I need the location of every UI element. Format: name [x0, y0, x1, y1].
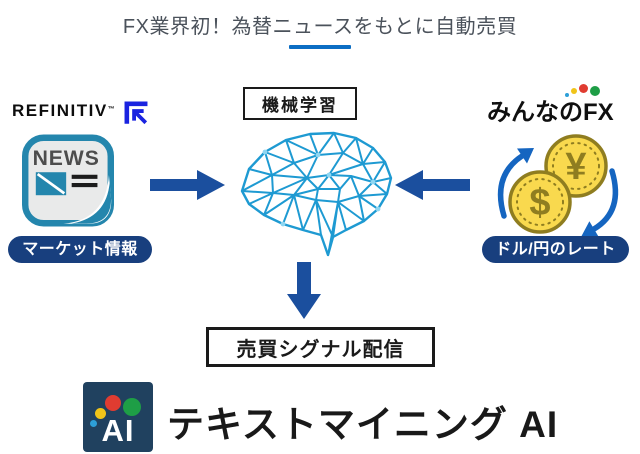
ai-logo: AI	[83, 382, 153, 452]
news-icon: NEWS	[22, 134, 114, 232]
logo-dot-yellow-icon	[571, 88, 577, 94]
market-info-badge: マーケット情報	[8, 236, 152, 263]
page-title: FX業界初！為替ニュースをもとに自動売買	[122, 16, 518, 38]
ai-logo-text: AI	[101, 413, 135, 448]
minnano-fx-logo: みんなのFX	[487, 84, 632, 126]
logo-dot-blue-icon	[565, 93, 569, 97]
refinitiv-wordmark: REFINITIV™	[12, 101, 117, 120]
ai-logo-dot-yellow-icon	[95, 408, 106, 419]
ai-logo-dot-green-icon	[123, 398, 141, 416]
logo-dot-green-icon	[590, 86, 600, 96]
currency-exchange-icon: ¥ $	[488, 126, 628, 266]
refinitiv-mark-icon	[123, 100, 149, 131]
trade-signal-box: 売買シグナル配信	[206, 327, 435, 367]
ai-logo-dot-red-icon	[105, 395, 121, 411]
flow-arrow-left-icon	[394, 169, 470, 206]
usd-jpy-rate-badge: ドル/円のレート	[482, 236, 629, 263]
dollar-coin-symbol: $	[529, 182, 550, 224]
brain-network-icon	[234, 131, 400, 263]
title-underline	[289, 45, 351, 49]
logo-dot-red-icon	[579, 84, 588, 93]
refinitiv-logo: REFINITIV™	[12, 100, 149, 131]
flow-arrow-right-icon	[150, 169, 226, 206]
minnano-fx-wordmark: みんなのFX	[487, 99, 614, 126]
product-name: テキストマイニング AI	[167, 404, 559, 445]
machine-learning-box: 機械学習	[243, 87, 357, 120]
news-icon-label: NEWS	[33, 147, 100, 170]
yen-coin-symbol: ¥	[565, 146, 586, 188]
trademark-symbol: ™	[107, 106, 117, 113]
ai-logo-dot-blue-icon	[90, 420, 97, 427]
flow-arrow-down-icon	[286, 262, 322, 325]
